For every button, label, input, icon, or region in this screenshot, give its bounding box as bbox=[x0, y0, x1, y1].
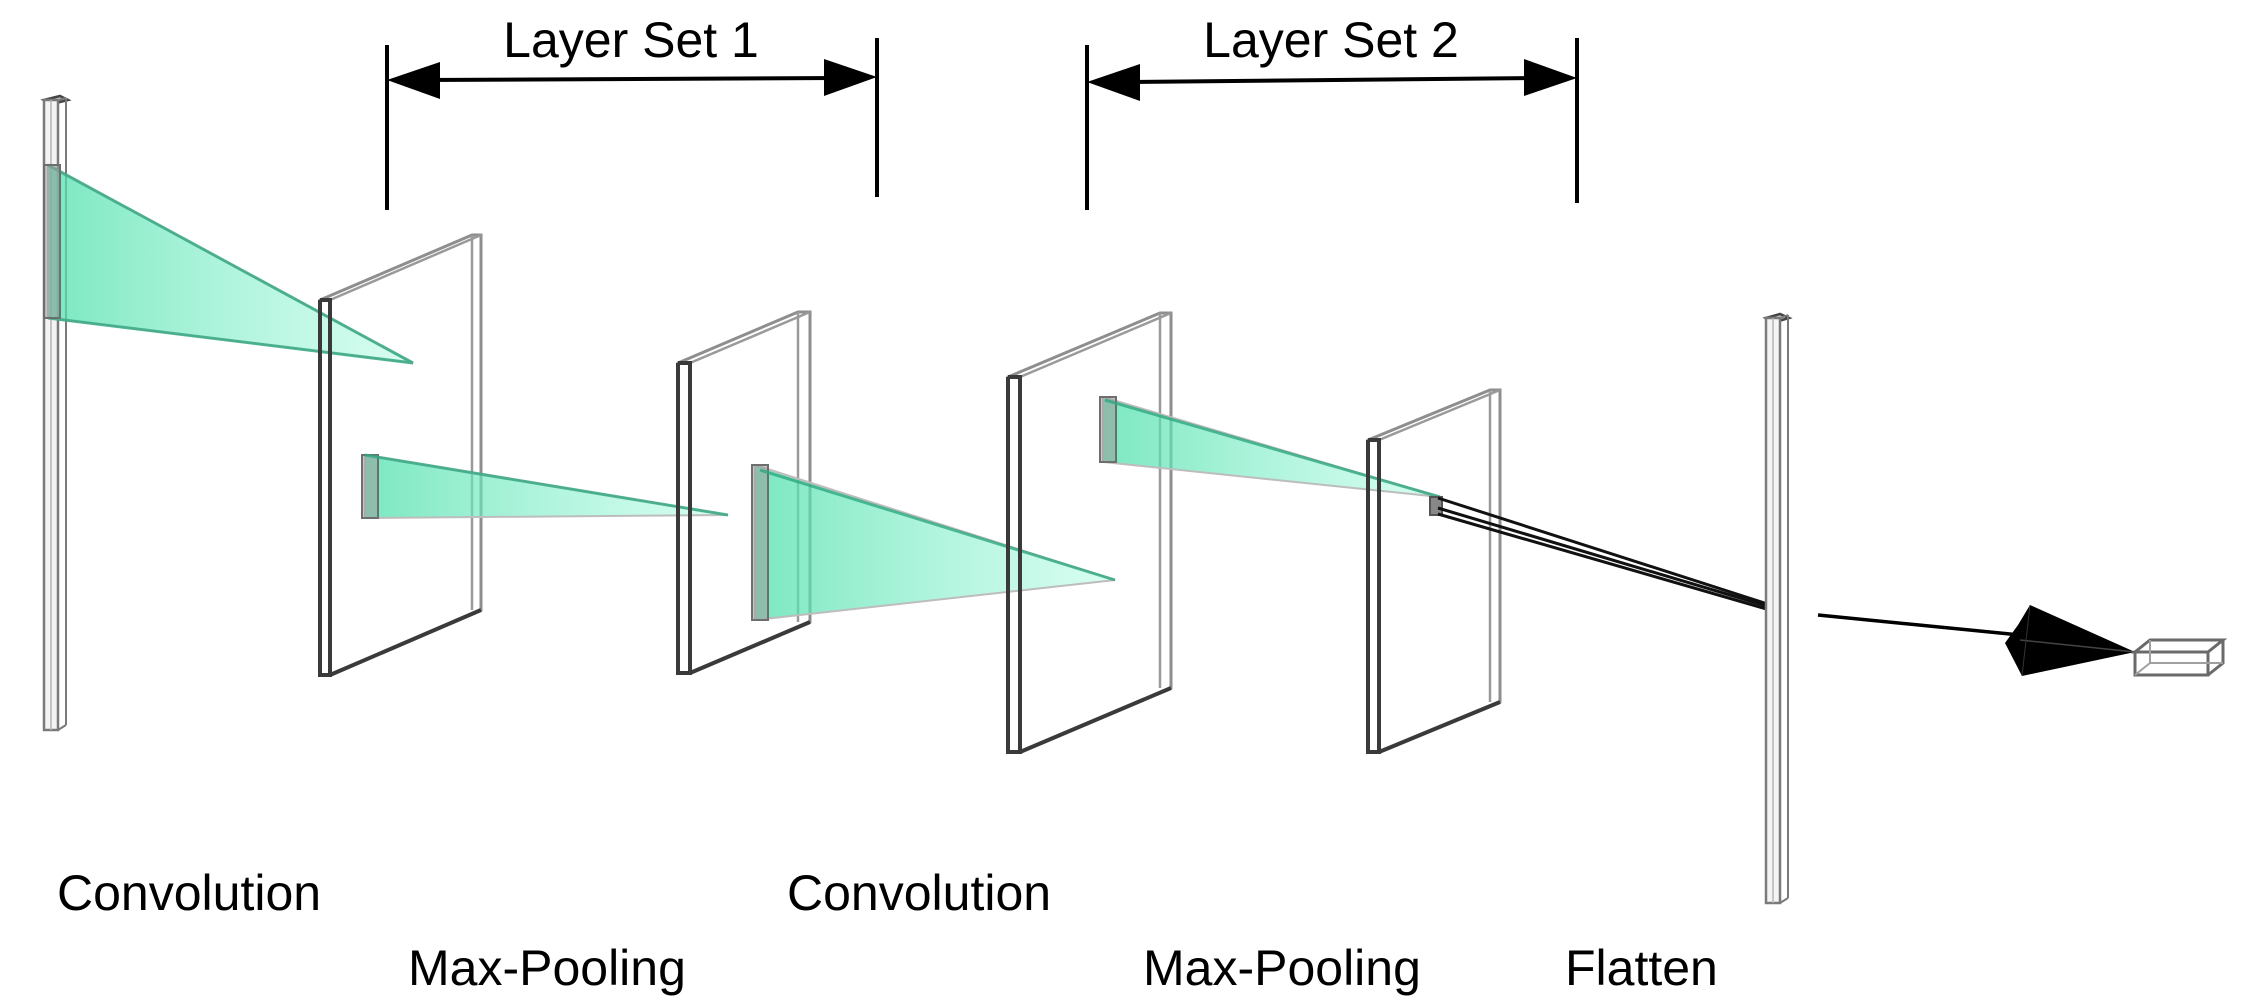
layer-set-1-label: Layer Set 1 bbox=[503, 12, 759, 68]
pool-2-feature-map bbox=[1366, 388, 1502, 754]
max-pooling-1-label: Max-Pooling bbox=[408, 940, 686, 996]
max-pooling-2-label: Max-Pooling bbox=[1143, 940, 1421, 996]
output-box-icon bbox=[2130, 638, 2228, 677]
arrowhead-icon bbox=[2005, 604, 2136, 677]
layer-set-1-bracket bbox=[385, 38, 879, 210]
conv-1-feature-map bbox=[318, 233, 483, 677]
kernel-projection-3 bbox=[751, 463, 1116, 622]
layer-set-2-bracket bbox=[1085, 38, 1579, 210]
convolution-1-label: Convolution bbox=[57, 865, 321, 921]
convolution-2-label: Convolution bbox=[787, 865, 1051, 921]
kernel-projection-1 bbox=[43, 163, 414, 365]
layer-set-2-label: Layer Set 2 bbox=[1203, 12, 1459, 68]
output-connector bbox=[1817, 613, 2021, 637]
flatten-projection bbox=[1429, 496, 1778, 614]
flatten-layer bbox=[1762, 312, 1793, 905]
conv-2-feature-map bbox=[1006, 311, 1173, 754]
flatten-label: Flatten bbox=[1565, 940, 1718, 996]
kernel-projection-4 bbox=[1099, 395, 1441, 499]
kernel-projection-2 bbox=[361, 453, 729, 520]
